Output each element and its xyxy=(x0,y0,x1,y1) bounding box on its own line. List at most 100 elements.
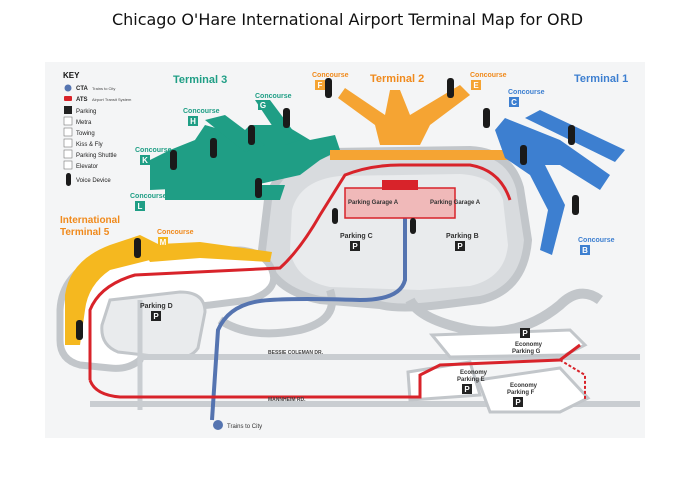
parking-shuttle-icon xyxy=(63,149,73,159)
concourse-g-badge xyxy=(258,100,268,110)
key-ats-sublabel: Airport Transit System xyxy=(92,97,132,102)
concourse-g-label: Concourse xyxy=(255,93,292,100)
terminal-3-label: Terminal 3 xyxy=(173,74,227,86)
key-parking-label: Parking xyxy=(76,109,96,115)
economy-f-icon xyxy=(513,397,523,407)
concourse-c: Concourse C xyxy=(508,89,545,107)
economy-f-label-line2: Parking F xyxy=(507,390,535,396)
concourse-c-label: Concourse xyxy=(508,89,545,96)
kiss-fly-icon xyxy=(63,138,73,148)
voice-device-icon xyxy=(568,125,575,145)
concourse-k-letter: K xyxy=(142,156,148,165)
concourse-e: Concourse E xyxy=(470,72,507,90)
towing-icon xyxy=(63,127,73,137)
concourse-e-letter: E xyxy=(473,81,479,90)
concourse-m-label: Concourse xyxy=(157,229,194,236)
concourse-h-letter: H xyxy=(190,117,196,126)
key-elevator-label: Elevator xyxy=(76,164,98,170)
key-voice-device-label: Voice Device xyxy=(76,178,111,184)
economy-f-lot xyxy=(475,366,591,414)
concourse-k-badge xyxy=(140,155,150,165)
parking-b-icon xyxy=(455,241,465,251)
key-heading: KEY xyxy=(63,71,80,80)
concourse-h-label: Concourse xyxy=(183,108,220,115)
economy-g-icon xyxy=(520,328,530,338)
main-access-road xyxy=(405,288,603,337)
parking-garage-a-left-label: Parking Garage A xyxy=(348,200,399,206)
ats-route-north xyxy=(88,163,512,380)
concourse-l-label: Concourse xyxy=(130,193,167,200)
terminal-5-label-line2: Terminal 5 xyxy=(60,227,110,238)
metra-icon xyxy=(63,116,73,126)
economy-e-icon xyxy=(462,384,472,394)
map-key: KEY CTA Trains to City ATS Airport Trans… xyxy=(63,71,132,186)
parking-c-label: Parking C xyxy=(340,233,373,240)
parking-d-lot xyxy=(100,290,207,360)
concourse-l-pier xyxy=(165,185,285,200)
economy-e-label-line2: Parking E xyxy=(457,377,485,383)
concourse-e-label: Concourse xyxy=(470,72,507,79)
parking-garage-a-right-label: Parking Garage A xyxy=(430,200,481,206)
parking-icon xyxy=(64,106,72,114)
parking-d-label: Parking D xyxy=(140,303,173,310)
mannheim-label: MANNHEIM RD. xyxy=(268,397,306,403)
concourse-g-pier xyxy=(255,100,300,145)
ats-route-dashed xyxy=(559,359,586,400)
parking-c-p: P xyxy=(352,242,358,251)
ats-route-south xyxy=(88,343,581,399)
cta-icon xyxy=(64,84,72,92)
economy-g-label-line1: Economy xyxy=(515,342,543,348)
concourse-g-letter: G xyxy=(260,101,266,110)
economy-g-label-line2: Parking G xyxy=(512,349,541,355)
key-cta-label: CTA xyxy=(76,86,89,92)
economy-e-label-line1: Economy xyxy=(460,370,488,376)
voice-device-icon xyxy=(255,178,262,198)
concourse-m: Concourse M xyxy=(157,229,194,247)
terminal-2-frontage xyxy=(330,150,520,160)
parking-garage-a xyxy=(344,187,456,219)
terminal-5-label-line1: International xyxy=(60,215,120,226)
concourse-l-badge xyxy=(135,201,145,211)
concourse-e-badge xyxy=(471,80,481,90)
bessie-coleman-label: BESSIE COLEMAN DR. xyxy=(268,350,324,356)
voice-device-icon xyxy=(248,125,255,145)
concourse-l: Concourse L xyxy=(130,193,167,211)
voice-device-icon xyxy=(332,208,338,224)
voice-devices xyxy=(76,78,579,340)
key-ats-label: ATS xyxy=(76,97,88,103)
concourse-f: Concourse F xyxy=(312,72,349,90)
voice-device-icon xyxy=(170,150,177,170)
concourse-f-letter: F xyxy=(318,81,323,90)
concourse-b: Concourse B xyxy=(578,237,615,255)
economy-g-lot xyxy=(428,328,588,359)
ats-icon xyxy=(64,96,72,101)
concourse-b-letter: B xyxy=(582,246,588,255)
voice-device-icon xyxy=(66,173,71,186)
voice-device-icon xyxy=(572,195,579,215)
concourse-g: Concourse G xyxy=(255,93,292,110)
terminal-5-building xyxy=(65,235,160,345)
key-cta-sublabel: Trains to City xyxy=(92,86,115,91)
parking-d-icon xyxy=(151,311,161,321)
voice-device-icon xyxy=(76,320,83,340)
concourse-k: Concourse K xyxy=(135,147,172,165)
key-parking-shuttle-label: Parking Shuttle xyxy=(76,153,117,159)
terminal-1-label: Terminal 1 xyxy=(574,73,628,85)
parking-b-label: Parking B xyxy=(446,233,479,240)
concourse-f-label: Concourse xyxy=(312,72,349,79)
concourse-b-label: Concourse xyxy=(578,237,615,244)
elevator-icon xyxy=(63,160,73,170)
voice-device-icon xyxy=(410,218,416,234)
economy-e-p: P xyxy=(464,385,470,394)
economy-g-p: P xyxy=(522,329,528,338)
map-title: Chicago O'Hare International Airport Ter… xyxy=(111,10,584,29)
terminal-2-label: Terminal 2 xyxy=(370,73,424,85)
west-road xyxy=(217,288,336,338)
parking-d-p: P xyxy=(153,312,159,321)
concourse-h-badge xyxy=(188,116,198,126)
parking-b-p: P xyxy=(457,242,463,251)
concourse-f-badge xyxy=(315,80,325,90)
voice-device-icon xyxy=(447,78,454,98)
